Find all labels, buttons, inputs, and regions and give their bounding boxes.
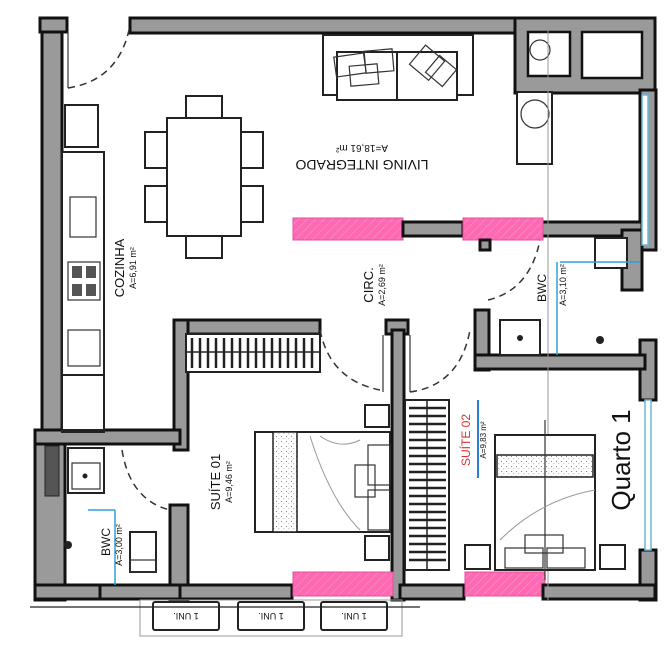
room-label-bwc-bottom: BWC bbox=[99, 528, 113, 556]
room-label-bwc-top: BWC bbox=[535, 274, 549, 302]
dining-table bbox=[144, 95, 264, 259]
room-label-circ: CIRC. bbox=[361, 267, 376, 302]
kitchen-counter bbox=[61, 104, 105, 433]
bath-fixtures-bottom bbox=[44, 445, 157, 585]
sofa bbox=[322, 34, 474, 101]
room-label-living: LIVING INTEGRADO bbox=[295, 157, 428, 173]
room-area-suite02: A=9,83 m² bbox=[479, 421, 488, 458]
room-area-suite01: A=9,46 m² bbox=[224, 461, 234, 503]
ac-unit-label-2: 1 UNI. bbox=[258, 611, 284, 621]
room-area-bwc-bottom: A=3,00 m² bbox=[114, 524, 124, 566]
room-area-bwc-top: A=3,10 m² bbox=[558, 264, 568, 306]
room-label-suite02: SUÍTE 02 bbox=[458, 414, 473, 466]
bed-suite02 bbox=[464, 420, 626, 580]
room-label-cozinha: COZINHA bbox=[112, 238, 127, 297]
room-area-living: A=18,61 m² bbox=[335, 142, 388, 153]
ac-unit-label-3: 1 UNI. bbox=[341, 611, 367, 621]
doors bbox=[67, 24, 541, 511]
bath-fixtures-top bbox=[499, 20, 640, 600]
walls bbox=[33, 16, 658, 602]
room-label-quarto1: Quarto 1 bbox=[606, 409, 636, 510]
room-area-cozinha: A=6,91 m² bbox=[128, 247, 138, 289]
closet-suite02 bbox=[404, 399, 450, 571]
ac-units bbox=[30, 601, 420, 631]
room-area-circ: A=2,69 m² bbox=[377, 264, 387, 306]
bed-suite01 bbox=[254, 404, 391, 561]
windows bbox=[139, 94, 652, 637]
closet-suite01 bbox=[185, 333, 321, 373]
room-label-suite01: SUÍTE 01 bbox=[208, 454, 223, 510]
ac-unit-label-1: 1 UNI. bbox=[173, 611, 199, 621]
